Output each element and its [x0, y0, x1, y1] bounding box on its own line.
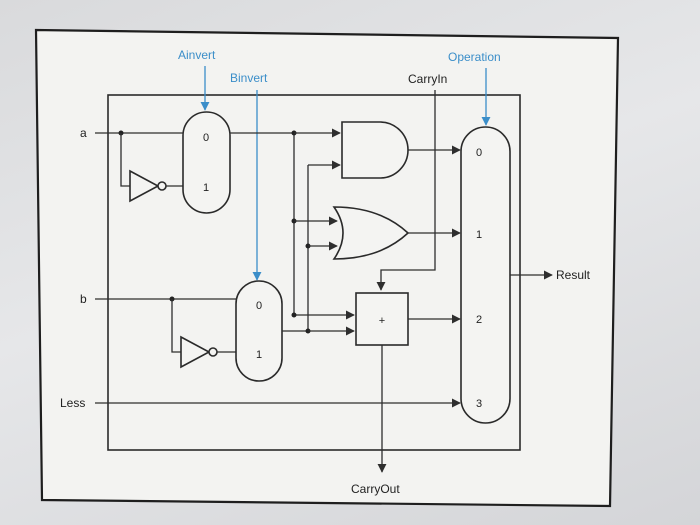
alu-boundary — [107, 94, 521, 451]
mux-a-input-0: 0 — [203, 132, 209, 144]
mux-b — [235, 280, 283, 382]
carryout-label: CarryOut — [351, 482, 400, 496]
and-gate — [341, 121, 409, 179]
mux-b-input-1: 1 — [256, 349, 262, 361]
b-inverter-gate — [180, 335, 211, 369]
carryin-label: CarryIn — [408, 72, 447, 86]
a-inverter-gate — [129, 169, 160, 203]
b-to-inverter — [171, 299, 181, 353]
mux-a — [182, 111, 231, 214]
mux-op-input-1: 1 — [476, 229, 482, 241]
ainvert-label: Ainvert — [178, 48, 216, 62]
adder-symbol: + — [379, 315, 385, 327]
adder-box — [355, 292, 409, 346]
b-label: b — [80, 292, 87, 306]
mux-operation — [460, 126, 511, 424]
a-to-inverter — [120, 133, 130, 187]
mux-b-input-0: 0 — [256, 300, 262, 312]
mux-op-input-3: 3 — [476, 398, 482, 410]
mux-op-input-2: 2 — [476, 314, 482, 326]
b-inverter-bubble — [208, 347, 218, 357]
mux-a-input-1: 1 — [203, 182, 209, 194]
carryin-wire — [376, 90, 436, 291]
a-label: a — [80, 126, 87, 140]
a-inverter-bubble — [157, 181, 167, 191]
mux-op-input-0: 0 — [476, 147, 482, 159]
binvert-label: Binvert — [230, 71, 268, 85]
less-label: Less — [60, 396, 85, 410]
result-label: Result — [556, 268, 591, 282]
operation-label: Operation — [448, 50, 501, 64]
paper-sheet — [34, 28, 620, 508]
or-gate — [332, 206, 410, 260]
a-bus-dot-3 — [291, 312, 297, 318]
